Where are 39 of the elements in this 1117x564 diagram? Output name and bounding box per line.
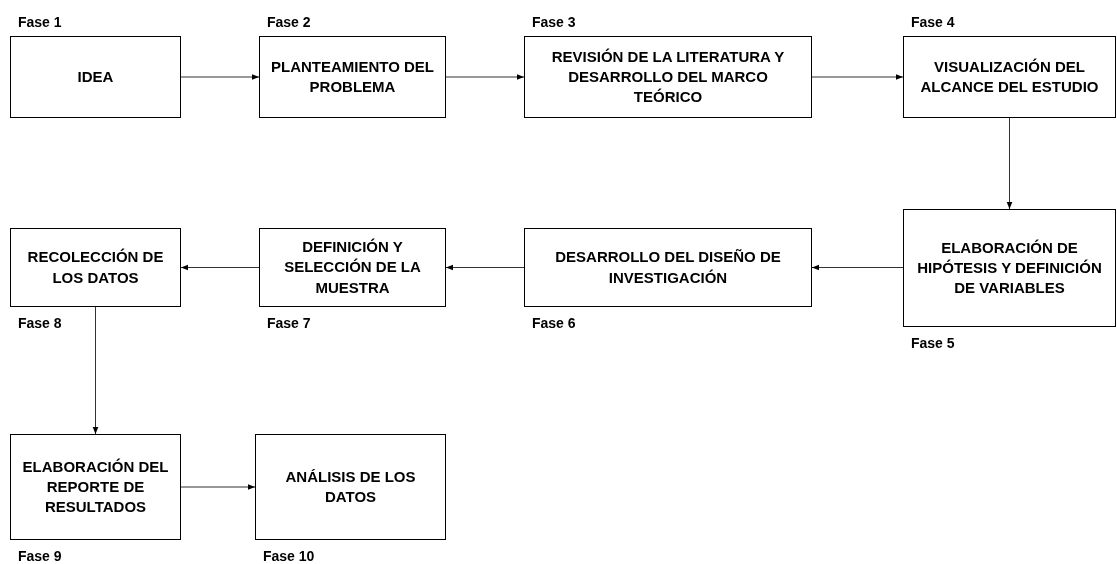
process-box	[903, 36, 1116, 118]
process-box	[259, 36, 446, 118]
arrow	[92, 306, 99, 435]
box-label: PLANTEAMIENTO DEL PROBLEMA	[269, 56, 436, 97]
process-box	[524, 36, 812, 118]
process-box	[10, 434, 181, 540]
box-label: IDEA	[77, 66, 114, 87]
box-label: VISUALIZACIÓN DEL ALCANCE DEL ESTUDIO	[919, 56, 1100, 97]
process-box	[524, 228, 812, 307]
box-label: ANÁLISIS DE LOS DATOS	[284, 466, 417, 507]
arrow	[1006, 117, 1013, 210]
phase-label: Fase 3	[532, 13, 576, 32]
process-box	[255, 434, 446, 540]
phase-label: Fase 4	[911, 13, 955, 32]
arrow	[811, 264, 904, 271]
phase-label: Fase 8	[18, 314, 62, 333]
arrow	[180, 484, 256, 490]
process-box	[10, 36, 181, 118]
phase-label: Fase 7	[267, 314, 311, 333]
phase-label: Fase 6	[532, 314, 576, 333]
arrow	[445, 74, 525, 80]
box-label: RECOLECCIÓN DE LOS DATOS	[26, 247, 165, 288]
process-box	[10, 228, 181, 307]
arrow	[180, 74, 260, 80]
arrow	[445, 264, 525, 271]
box-label: DESARROLLO DEL DISEÑO DE INVESTIGACIÓN	[554, 247, 782, 288]
process-box	[903, 209, 1116, 327]
phase-label: Fase 1	[18, 13, 62, 32]
arrow	[180, 264, 260, 271]
box-label: REVISIÓN DE LA LITERATURA Y DESARROLLO DEL MARCO TEÓRICO	[550, 46, 786, 108]
box-label: DEFINICIÓN Y SELECCIÓN DE LA MUESTRA	[283, 237, 422, 298]
phase-label: Fase 5	[911, 334, 955, 353]
phase-label: Fase 10	[263, 547, 315, 564]
box-label: ELABORACIÓN DEL REPORTE DE RESULTADOS	[21, 456, 170, 518]
box-label: ELABORACIÓN DE HIPÓTESIS Y DEFINICIÓN DE VARIABLES	[916, 237, 1103, 299]
phase-label: Fase 2	[267, 13, 311, 32]
phase-label: Fase 9	[18, 547, 62, 564]
arrow	[811, 74, 904, 80]
process-box	[259, 228, 446, 307]
